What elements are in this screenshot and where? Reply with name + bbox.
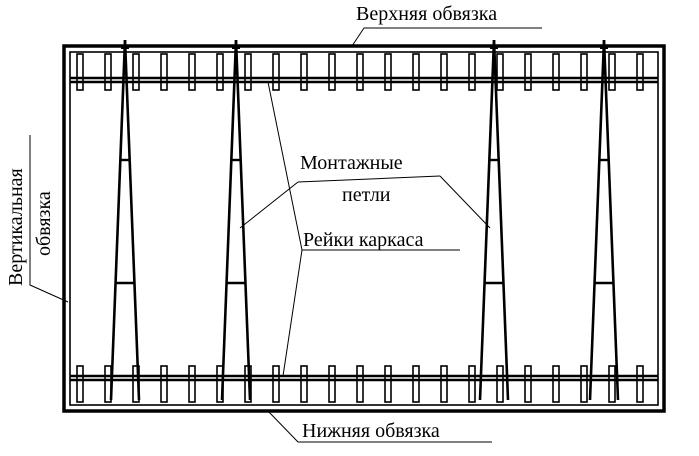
vertical-binding-label-line2: обвязка (33, 191, 55, 256)
top-tie (552, 53, 560, 91)
top-binding-label: Верхняя обвязка (356, 3, 497, 25)
top-tie (468, 53, 476, 91)
vertical-binding-label-line1: Вертикальная (5, 168, 27, 286)
bottom-tie (608, 365, 616, 403)
top-tie (356, 53, 364, 91)
top-tie (524, 53, 532, 91)
inner-frame-rect (69, 51, 659, 406)
leader-loops-left (239, 181, 299, 229)
lifting-loops (109, 39, 620, 401)
top-tie (440, 53, 448, 91)
top-tie (412, 53, 420, 91)
bottom-binding-rail (70, 365, 658, 403)
bottom-tie (328, 365, 336, 403)
top-tie (328, 53, 336, 91)
top-tie (76, 53, 84, 91)
lifting-loops-label-line1: Монтажные (300, 152, 403, 174)
leader-loops-right (439, 175, 491, 229)
outer-frame-rect (62, 44, 666, 413)
outer-frame (62, 44, 666, 413)
bottom-tie (440, 365, 448, 403)
bottom-tie (552, 365, 560, 403)
lifting-loop (220, 39, 252, 401)
top-rail-ties (76, 53, 644, 91)
bottom-rail-ties (76, 365, 644, 403)
leader-vertical-binding (29, 135, 69, 303)
bottom-tie (188, 365, 196, 403)
top-binding-rail (70, 53, 658, 91)
bottom-tie (412, 365, 420, 403)
lifting-loop (478, 39, 510, 401)
top-tie (216, 53, 224, 91)
bottom-tie (356, 365, 364, 403)
frame-slats-label: Рейки каркаса (303, 229, 424, 251)
bottom-tie (272, 365, 280, 403)
top-tie (104, 53, 112, 91)
top-tie (580, 53, 588, 91)
top-tie (272, 53, 280, 91)
bottom-tie (496, 365, 504, 403)
lifting-loop (109, 39, 141, 401)
bottom-tie (636, 365, 644, 403)
top-tie (608, 53, 616, 91)
leader-loops-underline (297, 175, 441, 183)
bottom-tie (300, 365, 308, 403)
bottom-tie (160, 365, 168, 403)
top-tie (384, 53, 392, 91)
top-tie (636, 53, 644, 91)
bottom-tie (580, 365, 588, 403)
top-tie (496, 53, 504, 91)
leader-slats-top (267, 81, 303, 251)
leader-lines (29, 27, 542, 443)
top-tie (188, 53, 196, 91)
top-tie (132, 53, 140, 91)
leader-top-binding (351, 27, 542, 47)
leader-slats-bottom (282, 249, 303, 377)
bottom-tie (76, 365, 84, 403)
bottom-tie (524, 365, 532, 403)
bottom-tie (384, 365, 392, 403)
bottom-tie (468, 365, 476, 403)
top-tie (244, 53, 252, 91)
top-tie (160, 53, 168, 91)
leader-bottom-binding (266, 409, 492, 443)
top-tie (300, 53, 308, 91)
lifting-loops-label-line2: петли (342, 184, 391, 206)
bottom-binding-label: Нижняя обвязка (302, 420, 440, 442)
lifting-loop (588, 39, 620, 401)
